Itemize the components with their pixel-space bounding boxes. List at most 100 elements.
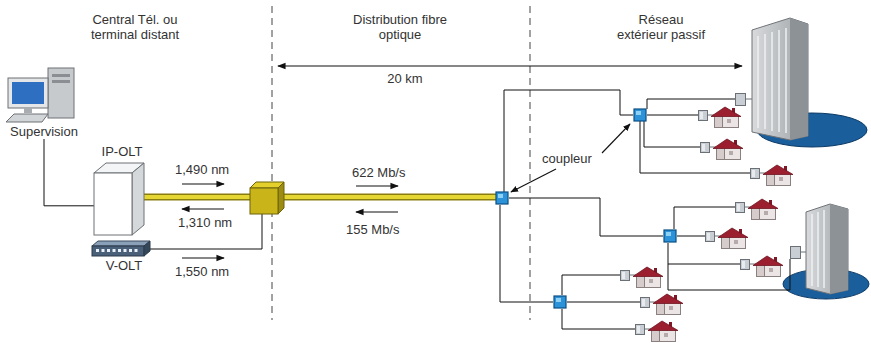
section-heading: Distribution fibre optique xyxy=(352,12,448,42)
drop-cable xyxy=(504,90,633,192)
device-part xyxy=(118,249,121,252)
building xyxy=(812,210,824,288)
house-ont xyxy=(699,107,742,128)
drop-cable xyxy=(500,205,553,302)
drop-cable xyxy=(500,90,790,329)
device-label: Supervision xyxy=(4,124,84,139)
computer-icon: Supervision xyxy=(4,66,84,139)
drop-cable xyxy=(644,121,700,147)
drop-cable xyxy=(668,264,740,265)
house-ont xyxy=(706,228,749,249)
device-part xyxy=(102,249,105,252)
splitter-coupler xyxy=(496,192,508,204)
drop-cable xyxy=(567,302,640,303)
splitter-coupler xyxy=(634,109,646,121)
optical-fiber xyxy=(280,195,496,199)
wavelength-label: 1,550 nm xyxy=(175,264,229,279)
device-label: IP-OLT xyxy=(90,144,154,159)
building xyxy=(758,28,786,133)
wavelength-label: 1,490 nm xyxy=(175,162,229,177)
device-part xyxy=(107,249,110,252)
house-ont xyxy=(741,256,784,277)
bitrate-arrow xyxy=(356,185,398,186)
splitter-coupler xyxy=(664,230,676,242)
building xyxy=(736,94,746,106)
bitrate-label: 155 Mb/s xyxy=(346,222,399,237)
house-ont xyxy=(621,107,794,342)
device-part xyxy=(129,249,132,252)
drop-cable xyxy=(509,198,663,236)
bitrate-arrow xyxy=(356,186,398,212)
device-icon xyxy=(4,66,80,124)
building xyxy=(736,18,868,147)
building xyxy=(785,28,787,133)
house-ont xyxy=(701,139,744,160)
building xyxy=(830,204,848,294)
splitter-coupler xyxy=(554,296,566,308)
building xyxy=(757,36,759,128)
building xyxy=(746,99,752,100)
building xyxy=(806,204,848,294)
signal-wire xyxy=(44,139,94,206)
device-part xyxy=(94,173,132,235)
wavelength-arrow xyxy=(182,257,224,258)
splitter-coupler xyxy=(496,109,676,308)
drop-cable xyxy=(640,121,750,173)
drop-cable xyxy=(647,115,698,116)
wdm-multiplexer xyxy=(250,188,278,214)
wavelength-arrow xyxy=(182,208,224,209)
section-divider xyxy=(272,6,530,320)
section-divider xyxy=(272,6,273,320)
device-part xyxy=(48,68,74,118)
device-part xyxy=(144,241,150,256)
distance-arrow xyxy=(278,65,742,66)
callout-label: coupleur xyxy=(542,151,592,166)
section-heading: Réseau extérieur passif xyxy=(612,12,710,42)
section-divider xyxy=(530,6,531,320)
drop-cable xyxy=(562,275,620,295)
device-part xyxy=(124,249,127,252)
device-part xyxy=(113,249,116,252)
building xyxy=(791,247,801,259)
wavelength-label: 1,310 nm xyxy=(178,215,232,230)
device-part xyxy=(92,241,150,246)
device-part xyxy=(132,163,144,235)
bitrate-label: 622 Mb/s xyxy=(352,165,405,180)
optical-fiber xyxy=(142,195,250,199)
wdm-multiplexer xyxy=(278,182,284,214)
building xyxy=(823,210,825,288)
wdm-multiplexer xyxy=(250,182,284,214)
house-ont xyxy=(621,267,664,288)
section-heading: Central Tél. ou terminal distant xyxy=(68,12,202,42)
house-ont xyxy=(636,321,679,342)
building xyxy=(783,204,869,299)
device-part xyxy=(52,74,70,77)
device-label: V-OLT xyxy=(90,258,158,273)
olt-rack: IP-OLT xyxy=(90,144,154,237)
drop-cable xyxy=(562,309,635,329)
olt-switch: V-OLT xyxy=(90,240,158,273)
optical-fiber xyxy=(142,197,496,198)
leader-line xyxy=(602,124,630,153)
device-part xyxy=(92,246,144,256)
optical-fiber xyxy=(280,194,496,201)
building xyxy=(801,252,806,253)
building xyxy=(811,214,813,286)
building xyxy=(778,30,780,132)
house-ont xyxy=(641,294,684,315)
device-part xyxy=(135,249,138,252)
device-part xyxy=(52,80,70,83)
drop-cable xyxy=(668,243,790,290)
wavelength-arrow xyxy=(182,183,224,184)
optical-fiber xyxy=(142,194,250,201)
house-ont xyxy=(751,165,794,186)
bitrate-arrow xyxy=(356,211,398,212)
house-ont xyxy=(736,199,779,220)
leader-line xyxy=(511,124,630,192)
building xyxy=(764,34,766,129)
building xyxy=(790,18,808,140)
drop-cable xyxy=(674,207,735,229)
drop-cable xyxy=(647,99,735,109)
drop-cable xyxy=(677,236,705,237)
